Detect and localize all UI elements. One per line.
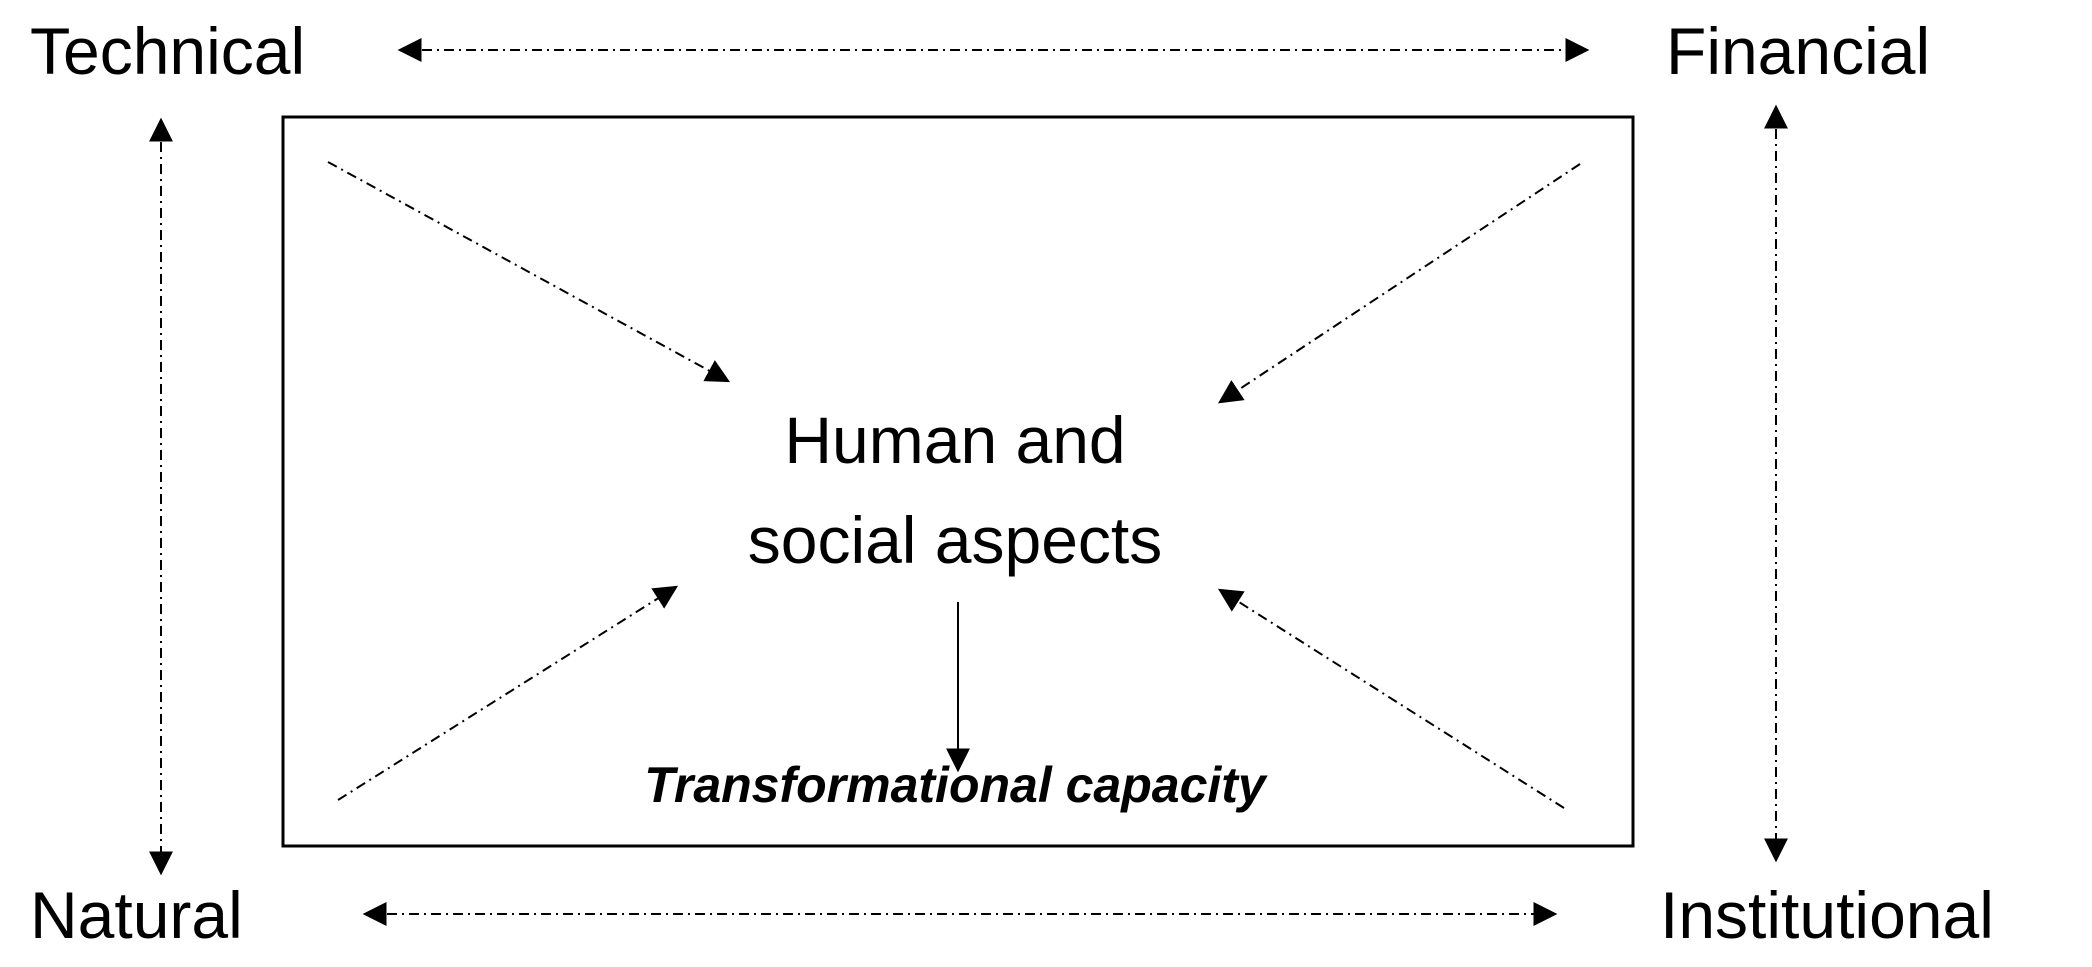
arrow-natural-to-center (337, 585, 679, 801)
arrow-financial-to-center (1217, 163, 1581, 404)
label-natural: Natural (30, 878, 243, 952)
center-label-line-2: social aspects (747, 503, 1163, 577)
label-financial: Financial (1666, 14, 1931, 88)
center-label-line-1: Human and (784, 403, 1126, 477)
arrow-technical-to-center (327, 161, 731, 383)
center-label: Human and social aspects (680, 390, 1230, 590)
arrow-institutional-to-center (1217, 588, 1565, 809)
central-frame (281, 115, 1635, 848)
outcome-label: Transformational capacity (644, 757, 1266, 813)
label-technical: Technical (30, 14, 306, 88)
label-institutional: Institutional (1660, 878, 1994, 952)
